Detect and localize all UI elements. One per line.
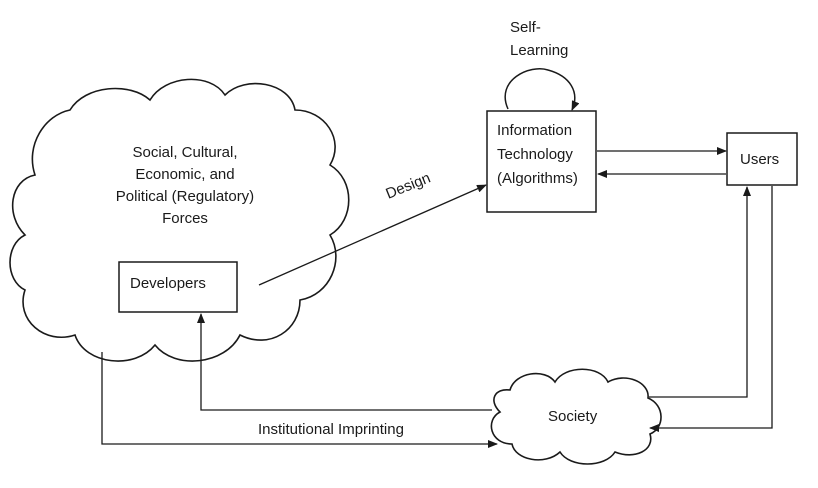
users-box [726,132,798,186]
developers-label: Developers [130,275,206,292]
developers-box [118,261,238,313]
society-to-developers-arrow [197,313,492,411]
society-cloud [490,368,662,465]
institutional-imprinting-label: Institutional Imprinting [258,421,404,438]
society-to-users-arrow [649,186,751,398]
info-tech-box [486,110,597,213]
self-learning-label: Self- Learning [510,18,568,61]
self-learning-label-line2: Learning [510,42,569,59]
forces-label-line4: Forces [162,210,208,227]
users-label: Users [740,151,780,168]
info-tech-label-line2: Technology [497,146,573,163]
info-tech-label-line1: Information [497,122,573,139]
institutional-imprinting-arrow [101,352,498,448]
forces-label-line1: Social, Cultural, [132,144,238,161]
forces-label: Social, Cultural, Economic, and Politica… [95,143,275,229]
forces-label-line3: Political (Regulatory) [115,188,255,205]
self-learning-label-line1: Self- [510,19,541,36]
design-arrow [258,184,487,286]
info-tech-label-line3: (Algorithms) [497,170,578,187]
self-learning-loop-arrow [504,68,580,111]
forces-label-line2: Economic, and [135,166,235,183]
forces-cloud [9,78,350,362]
info-tech-label: Information Technology (Algorithms) [497,121,578,189]
users-to-society-arrow [649,186,773,432]
society-label: Society [548,408,598,425]
